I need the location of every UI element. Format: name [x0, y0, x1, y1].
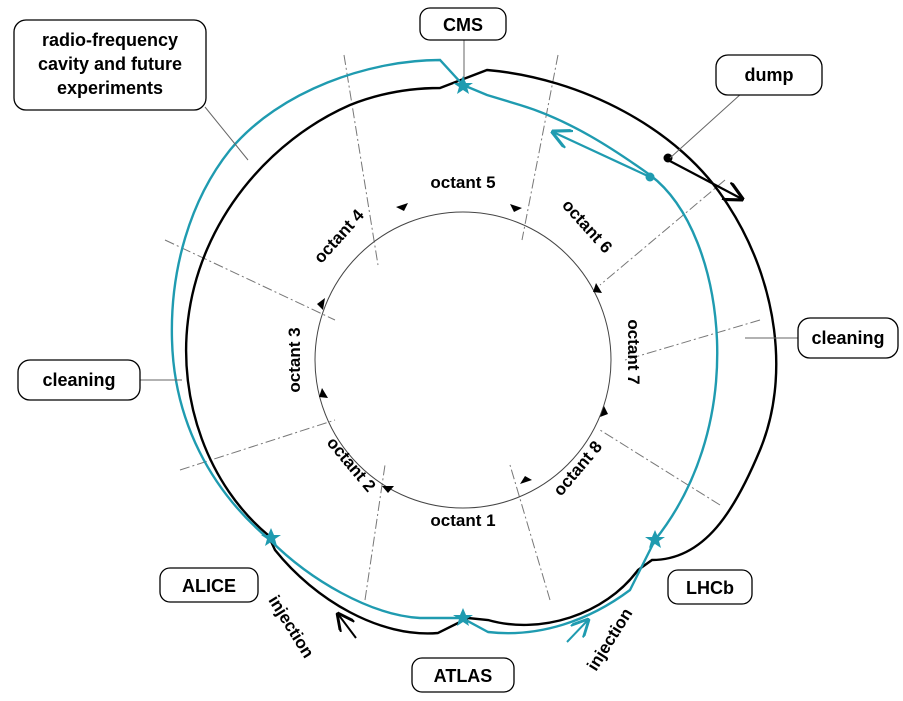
- octant-2-label: octant 2: [323, 433, 379, 495]
- octant-6-label: octant 6: [558, 196, 616, 257]
- direction-marker: [396, 203, 408, 211]
- star-atlas: [453, 608, 473, 626]
- divider-line: [599, 429, 721, 506]
- octant-8-label: octant 8: [550, 437, 606, 499]
- star-alice: [261, 528, 281, 546]
- label-cleaning-left-text: cleaning: [42, 370, 115, 390]
- direction-marker: [600, 406, 608, 417]
- label-dump: dump: [715, 54, 823, 96]
- divider-line: [509, 464, 551, 601]
- octant-dividers: [164, 54, 761, 601]
- rf-line-3: experiments: [57, 78, 163, 98]
- dump-point-cyan: [645, 172, 655, 182]
- inner-ring: [314, 211, 612, 509]
- dump-beam-path: [553, 132, 742, 199]
- star-cms: [453, 76, 473, 94]
- label-cleaning-right-text: cleaning: [811, 328, 884, 348]
- injection-label-left: injection: [265, 592, 318, 661]
- octant-7-label: octant 7: [624, 319, 643, 384]
- label-lhcb: LHCb: [667, 569, 753, 605]
- injection-label-right: injection: [583, 605, 636, 674]
- direction-marker: [382, 486, 394, 493]
- connectors: [140, 40, 798, 381]
- label-cms-text: CMS: [443, 15, 483, 35]
- label-atlas: ATLAS: [411, 657, 515, 693]
- beam-ring-black: [184, 68, 778, 635]
- label-dump-text: dump: [745, 65, 794, 85]
- label-cleaning-left: cleaning: [17, 359, 141, 401]
- label-lhcb-text: LHCb: [686, 578, 734, 598]
- label-cms: CMS: [419, 7, 507, 41]
- label-alice: ALICE: [159, 567, 259, 603]
- divider-line: [521, 54, 559, 241]
- octant-1-label: octant 1: [430, 511, 495, 530]
- direction-marker: [520, 476, 532, 484]
- direction-markers: [317, 203, 608, 493]
- direction-marker: [593, 283, 602, 293]
- octant-4-label: octant 4: [310, 205, 368, 267]
- divider-line: [624, 319, 761, 361]
- direction-marker: [317, 298, 325, 310]
- rf-line-1: radio-frequency: [42, 30, 178, 50]
- beam-ring-cyan: [170, 58, 719, 635]
- direction-marker: [510, 204, 522, 212]
- direction-marker: [319, 388, 328, 398]
- divider-line: [364, 464, 386, 601]
- rf-line-2: cavity and future: [38, 54, 182, 74]
- injection-arrow-left: [338, 614, 357, 639]
- label-atlas-text: ATLAS: [434, 666, 493, 686]
- star-lhcb: [645, 530, 665, 548]
- collision-points: [261, 76, 665, 626]
- octant-5-label: octant 5: [430, 173, 495, 192]
- divider-line: [164, 239, 336, 321]
- label-cleaning-right: cleaning: [797, 317, 899, 359]
- label-alice-text: ALICE: [182, 576, 236, 596]
- label-rf-cavity: radio-frequency cavity and future experi…: [13, 19, 207, 111]
- octant-3-label: octant 3: [285, 327, 304, 392]
- divider-line: [599, 179, 726, 286]
- injection-arrow-right: [566, 620, 588, 643]
- dump-point-black: [663, 153, 673, 163]
